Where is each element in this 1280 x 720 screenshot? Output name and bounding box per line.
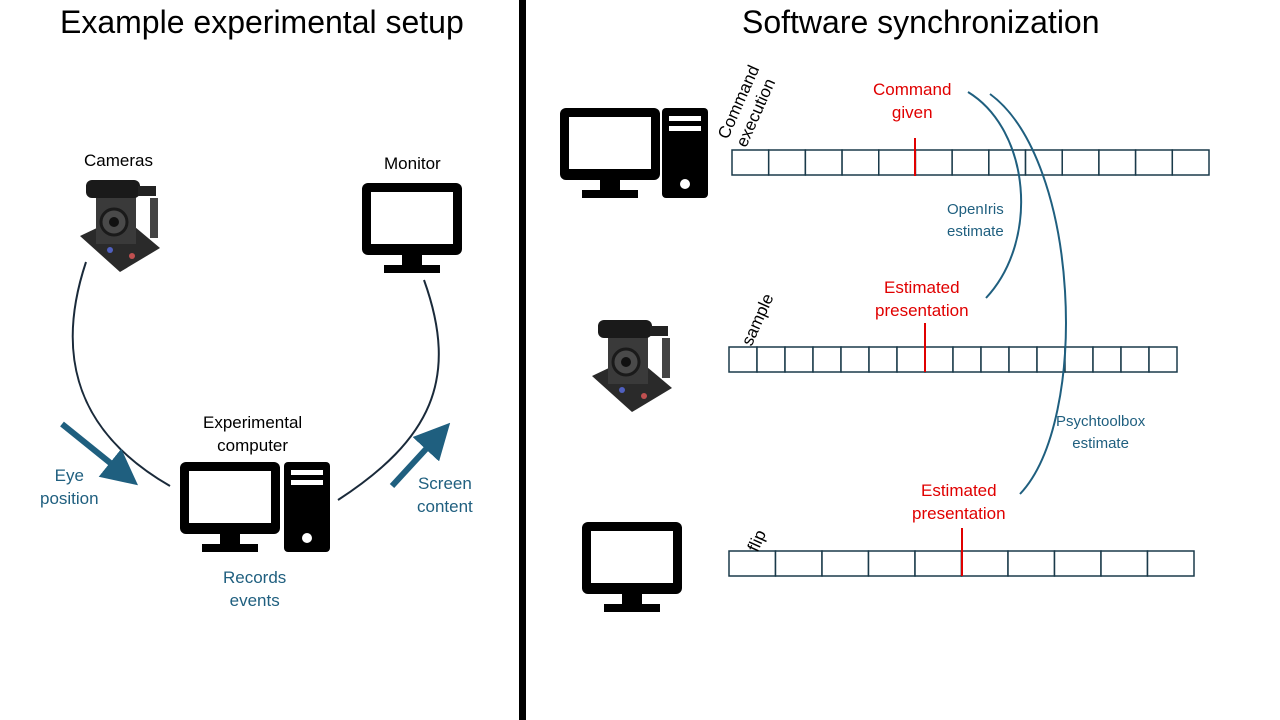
- timeline-cell: [1100, 550, 1149, 577]
- monitor-icon: [362, 183, 462, 273]
- timeline-cell: [1134, 149, 1174, 176]
- timeline-cell: [767, 149, 807, 176]
- timeline-cell: [1061, 149, 1100, 176]
- timeline-cell: [731, 149, 770, 176]
- timeline-cell: [756, 346, 786, 373]
- timeline-cell: [960, 550, 1009, 577]
- sync-monitor-icon: [582, 522, 682, 612]
- timeline-cell: [1092, 346, 1122, 373]
- sync-camera-icon: [590, 318, 674, 414]
- right-title: Software synchronization: [742, 4, 1100, 40]
- timeline-cell: [774, 550, 823, 577]
- estimated-presentation-monitor-label: Estimated presentation: [912, 481, 1006, 523]
- command-execution-timeline: [731, 149, 1210, 176]
- computer-monitor-icon: [180, 462, 280, 552]
- timeline-cell: [1036, 346, 1066, 373]
- camera-icon: [78, 178, 162, 274]
- timeline-cell: [914, 149, 953, 176]
- timeline-cell: [841, 149, 880, 176]
- computer-tower-icon: [284, 462, 330, 552]
- timeline-cell: [1064, 346, 1094, 373]
- timeline-cell: [952, 346, 982, 373]
- camera-connection-line: [71, 261, 171, 487]
- timeline-cell: [784, 346, 814, 373]
- timeline-cell: [980, 346, 1010, 373]
- eye-position-arrow: [60, 421, 139, 486]
- monitor-connection-line: [337, 279, 440, 501]
- timeline-cell: [812, 346, 842, 373]
- timeline-cell: [914, 550, 963, 577]
- timeline-cell: [804, 149, 843, 176]
- timeline-cell: [728, 550, 777, 577]
- flip-timeline: [728, 550, 1195, 577]
- command-given-label: Command given: [873, 80, 952, 122]
- timeline-cell: [867, 550, 916, 577]
- openiris-estimate-label: OpenIris estimate: [947, 201, 1004, 240]
- timeline-cell: [988, 149, 1027, 176]
- psychtoolbox-estimate-label: Psychtoolbox estimate: [1056, 413, 1146, 452]
- timeline-cell: [1171, 149, 1210, 176]
- timeline-cell: [728, 346, 758, 373]
- timeline-cell: [1148, 346, 1178, 373]
- timeline-cell: [951, 149, 990, 176]
- timeline-cell: [1146, 550, 1195, 577]
- sync-computer-monitor-icon: [560, 108, 660, 198]
- timeline-cell: [840, 346, 870, 373]
- panel-divider: [519, 0, 526, 720]
- timeline-cell: [1053, 550, 1102, 577]
- timeline-cell: [878, 149, 917, 176]
- screen-content-label: Screen content: [417, 474, 473, 516]
- cameras-label: Cameras: [84, 151, 153, 170]
- timeline-cell: [1098, 149, 1137, 176]
- estimated-presentation-camera-label: Estimated presentation: [875, 278, 969, 320]
- left-title: Example experimental setup: [60, 4, 464, 40]
- openiris-estimate-curve: [967, 91, 1022, 299]
- screen-content-arrow: [389, 422, 451, 489]
- timeline-cell: [1024, 149, 1063, 176]
- timeline-cell: [1007, 550, 1056, 577]
- timeline-cell: [924, 346, 954, 373]
- sample-timeline: [728, 346, 1178, 373]
- timeline-cell: [1008, 346, 1038, 373]
- computer-label: Experimental computer: [203, 413, 303, 455]
- timeline-cell: [1120, 346, 1150, 373]
- timeline-cell: [868, 346, 898, 373]
- timeline-cell: [896, 346, 926, 373]
- monitor-label: Monitor: [384, 154, 441, 173]
- timeline-cell: [821, 550, 870, 577]
- psychtoolbox-estimate-curve: [989, 93, 1067, 495]
- sync-computer-tower-icon: [662, 108, 708, 198]
- records-events-label: Records events: [223, 568, 287, 610]
- eye-position-label: Eye position: [40, 466, 99, 508]
